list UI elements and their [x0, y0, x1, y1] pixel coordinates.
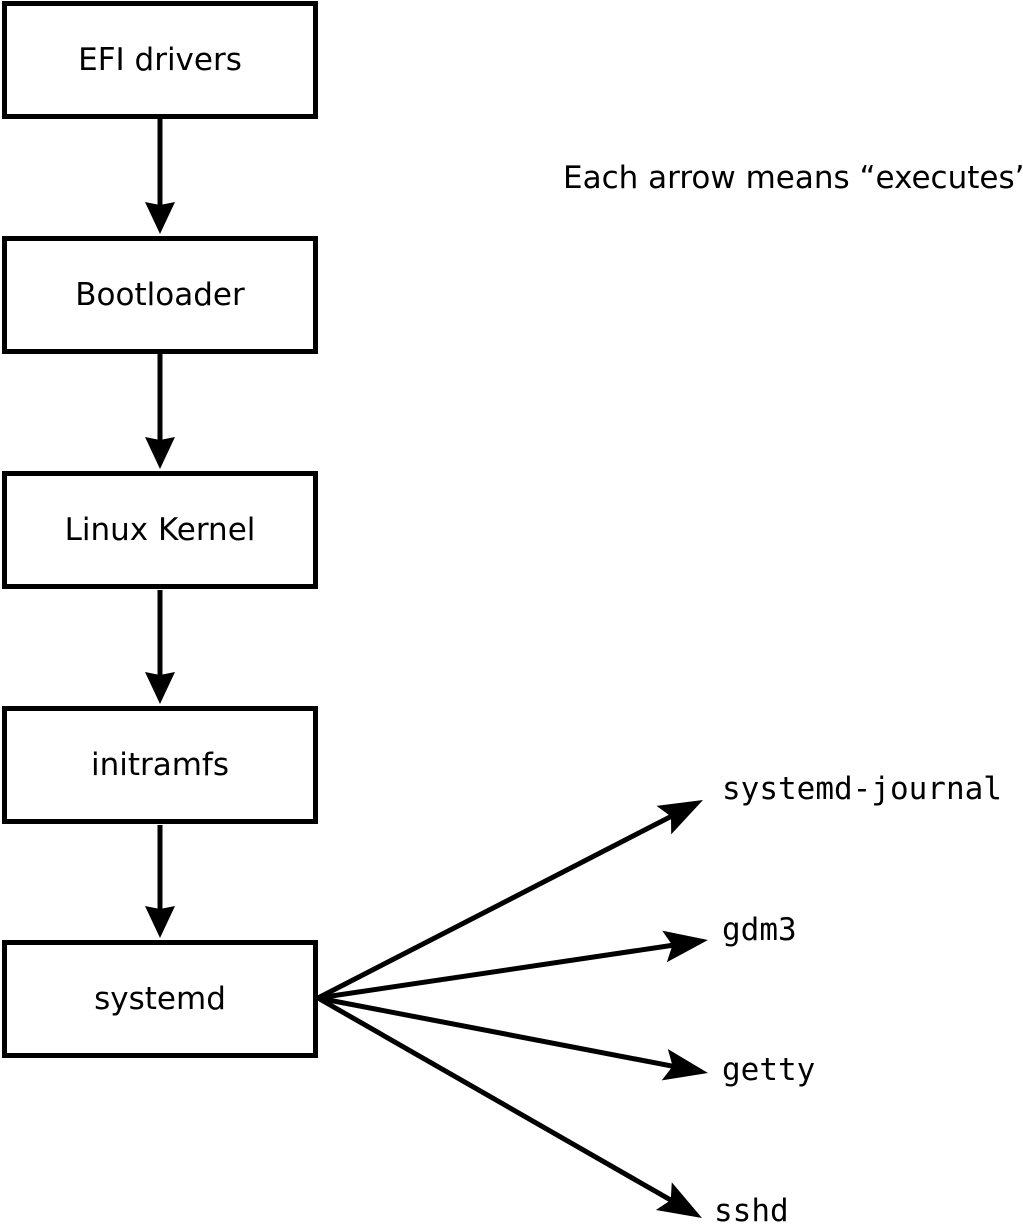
service-arrow-shaft-sshd — [316, 995, 674, 1204]
node-label-bootloader: Bootloader — [75, 276, 245, 313]
node-label-linux-kernel: Linux Kernel — [64, 511, 256, 548]
service-arrow-shaft-systemd-journal — [316, 813, 674, 1001]
node-box-efi-drivers[interactable]: EFI drivers — [2, 1, 318, 119]
chain-arrow-head-bootloader-to-kernel — [145, 437, 175, 469]
service-arrow-head-systemd-journal — [656, 800, 703, 835]
service-label-sshd[interactable]: sshd — [714, 1193, 789, 1229]
node-label-efi-drivers: EFI drivers — [78, 41, 242, 78]
node-box-systemd[interactable]: systemd — [2, 940, 318, 1058]
service-arrow-head-sshd — [655, 1182, 702, 1218]
legend-note: Each arrow means “executes”. — [563, 160, 1023, 196]
node-box-initramfs[interactable]: initramfs — [2, 706, 318, 824]
chain-arrow-head-efi-to-bootloader — [145, 202, 175, 234]
node-label-systemd: systemd — [94, 980, 226, 1017]
node-label-initramfs: initramfs — [90, 746, 230, 783]
node-box-linux-kernel[interactable]: Linux Kernel — [2, 471, 318, 589]
service-arrow-head-getty — [661, 1048, 708, 1081]
chain-arrow-head-initramfs-to-systemd — [145, 906, 175, 938]
service-arrow-head-gdm3 — [662, 930, 708, 963]
chain-arrow-head-kernel-to-initramfs — [145, 672, 175, 704]
chain-arrow-group — [145, 119, 175, 938]
service-arrow-shaft-getty — [317, 995, 676, 1070]
service-label-getty[interactable]: getty — [722, 1052, 816, 1088]
service-arrow-group — [316, 800, 708, 1218]
service-label-gdm3[interactable]: gdm3 — [722, 912, 797, 948]
node-box-bootloader[interactable]: Bootloader — [2, 236, 318, 354]
service-arrow-shaft-gdm3 — [317, 942, 675, 1001]
service-label-systemd-journal[interactable]: systemd-journal — [722, 771, 1002, 807]
